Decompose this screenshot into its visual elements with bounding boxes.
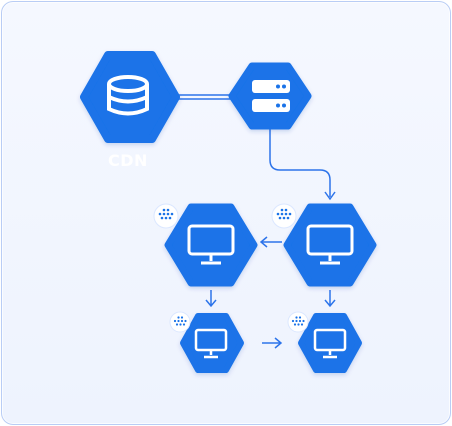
database-icon — [107, 75, 149, 116]
cdn-node — [80, 51, 180, 143]
peer-dots-icon — [169, 311, 191, 333]
peer-dots-icon — [271, 203, 297, 229]
server-icon — [252, 80, 290, 112]
monitor-icon — [187, 224, 235, 265]
small-client-right-hexagon — [298, 313, 362, 373]
cdn-label: CDN — [108, 151, 148, 170]
monitor-icon — [313, 328, 347, 359]
server-hexagon — [228, 62, 312, 130]
client-node-left — [164, 203, 258, 287]
client-right-to-left-arrow — [259, 236, 282, 248]
monitor-icon — [306, 224, 354, 265]
small-client-node-left — [180, 313, 244, 373]
small-client-node-right — [298, 313, 362, 373]
client-left-down-arrow — [205, 290, 217, 308]
client-node-right — [283, 203, 377, 287]
small-client-right-arrow — [262, 337, 283, 349]
peer-dots-icon — [287, 311, 309, 333]
peer-dots-icon — [153, 203, 179, 229]
connectors — [178, 94, 336, 349]
client-right-hexagon — [283, 203, 377, 287]
client-right-down-arrow — [324, 290, 336, 308]
client-left-hexagon — [164, 203, 258, 287]
monitor-icon — [194, 328, 228, 359]
cdn-hexagon — [80, 51, 180, 143]
server-to-client-path — [269, 128, 331, 197]
server-to-client-arrowhead — [324, 191, 336, 201]
server-node — [228, 62, 312, 130]
small-client-left-hexagon — [180, 313, 244, 373]
